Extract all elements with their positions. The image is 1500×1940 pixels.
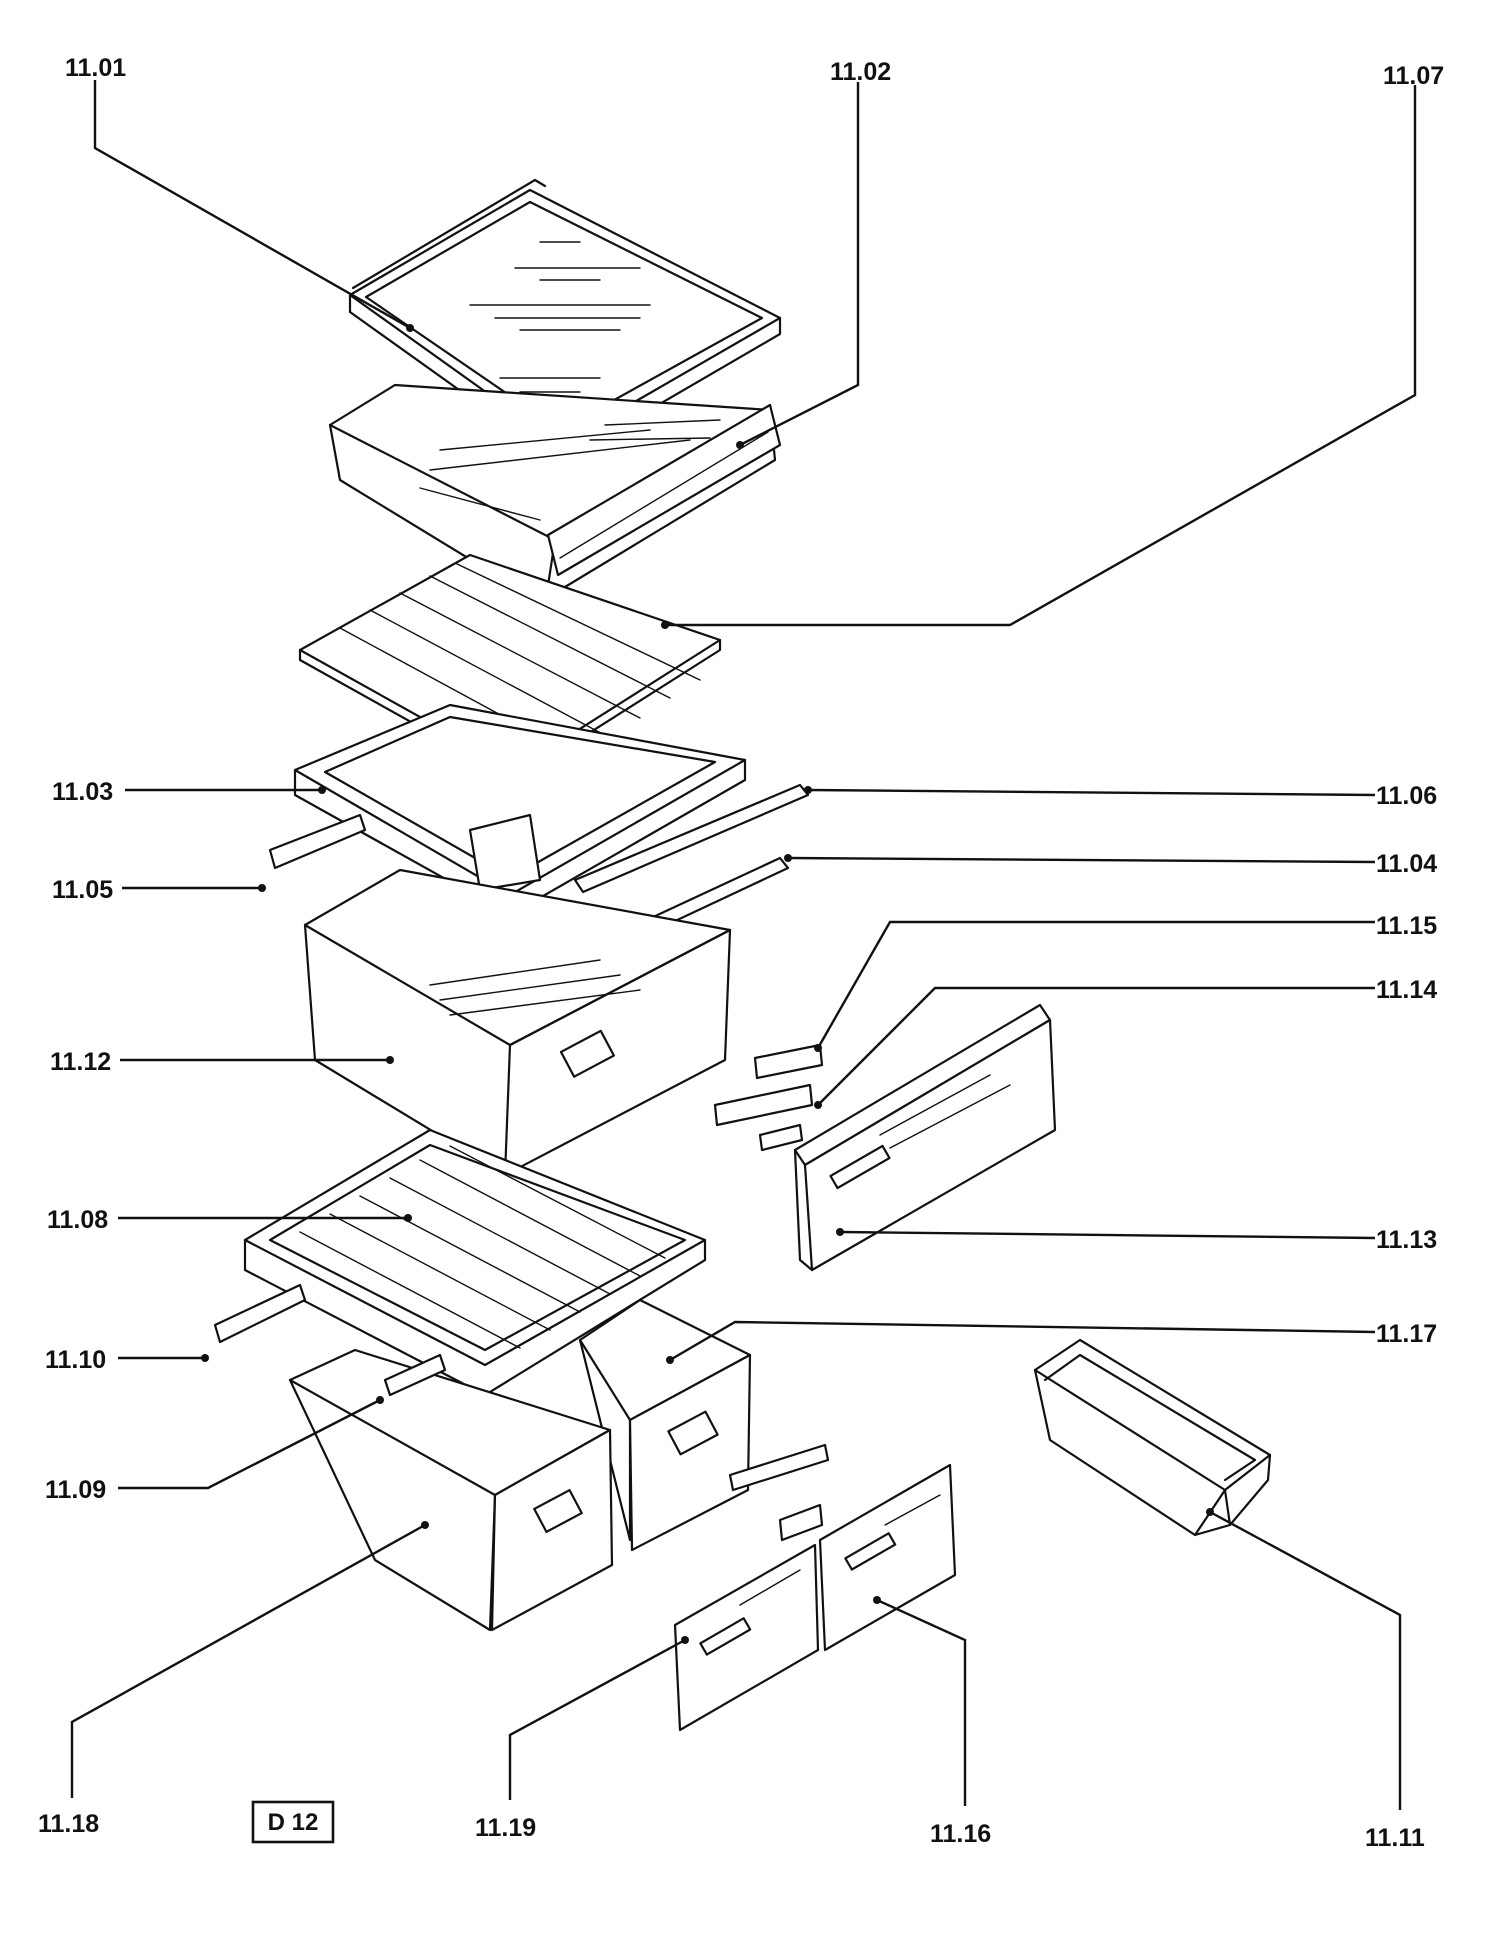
front-brackets-part (713, 1043, 824, 1152)
callout-11-08: 11.08 (47, 1206, 108, 1234)
callout-11-03: 11.03 (52, 778, 113, 806)
small-drawer-fronts-part (673, 1443, 957, 1732)
drawer-front-panel-part (793, 1003, 1057, 1272)
callout-11-16: 11.16 (930, 1820, 991, 1848)
diagram-code-label: D 12 (268, 1809, 319, 1836)
main-drawer-part (303, 868, 732, 1177)
callout-11-05: 11.05 (52, 876, 113, 904)
lower-side-rail-part (213, 1283, 307, 1344)
callout-11-10: 11.10 (45, 1346, 106, 1374)
callout-11-01: 11.01 (65, 54, 126, 82)
callout-11-13: 11.13 (1376, 1226, 1437, 1254)
callout-11-14: 11.14 (1376, 976, 1437, 1004)
lower-drawer-part (288, 1348, 614, 1632)
callout-11-12: 11.12 (50, 1048, 111, 1076)
small-drawer-part (578, 1298, 752, 1552)
callout-11-07: 11.07 (1383, 62, 1444, 90)
leader-lines (70, 80, 1417, 1810)
lower-ribbed-shelf-part (243, 1128, 707, 1397)
callout-11-02: 11.02 (830, 58, 891, 86)
callout-11-04: 11.04 (1376, 850, 1437, 878)
callout-11-19: 11.19 (475, 1814, 536, 1842)
upper-crisper-tray-part (328, 383, 782, 607)
callout-11-18: 11.18 (38, 1810, 99, 1838)
callout-11-17: 11.17 (1376, 1320, 1437, 1348)
callout-11-06: 11.06 (1376, 782, 1437, 810)
diagram-code-box: D 12 (251, 1800, 335, 1844)
callout-11-09: 11.09 (45, 1476, 106, 1504)
door-bin-part (1033, 1338, 1272, 1537)
shelf-frame-part (293, 703, 747, 917)
callout-11-11: 11.11 (1365, 1824, 1425, 1852)
callout-11-15: 11.15 (1376, 912, 1437, 940)
